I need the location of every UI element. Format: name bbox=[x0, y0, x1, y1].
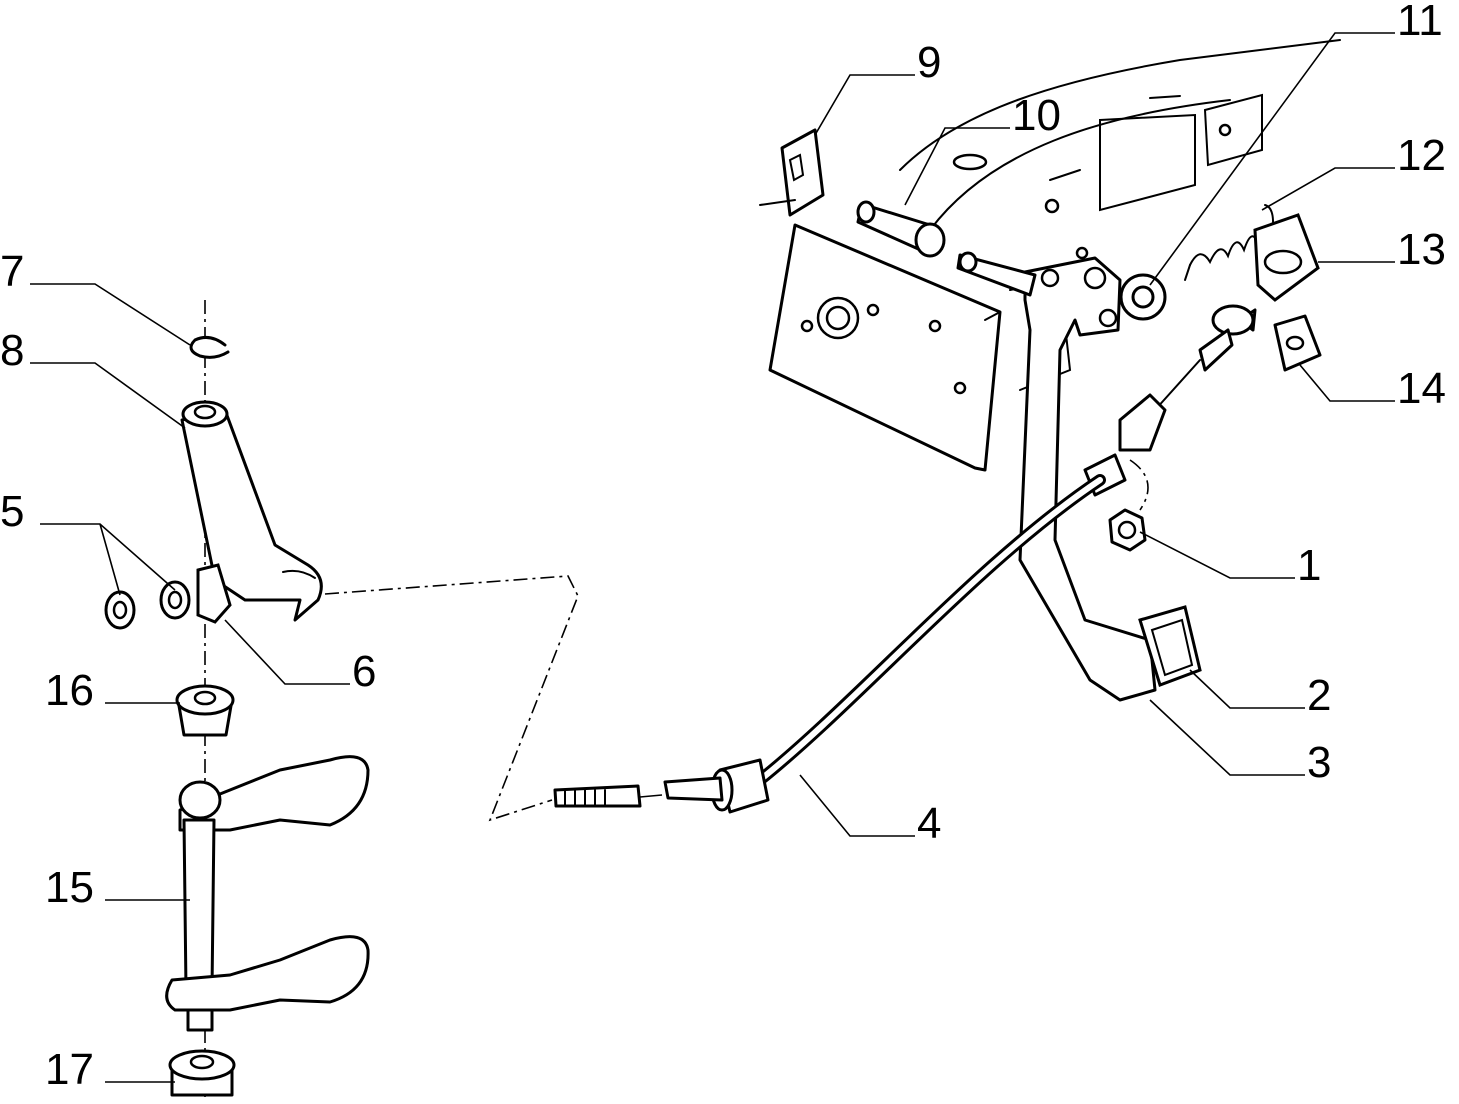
callout-4: 4 bbox=[917, 799, 941, 848]
part-11-bushing bbox=[1119, 273, 1167, 321]
leader-4 bbox=[799, 774, 915, 837]
part-14-clip bbox=[1273, 314, 1322, 372]
callout-13: 13 bbox=[1397, 225, 1446, 274]
part-7-circlip bbox=[189, 335, 230, 359]
cable-path-indicator bbox=[324, 575, 579, 822]
callout-5: 5 bbox=[0, 487, 24, 536]
part-15-fork-shaft bbox=[165, 755, 370, 1032]
callout-14: 14 bbox=[1397, 364, 1446, 413]
part-17-bushing bbox=[168, 1049, 236, 1097]
part-13-plate bbox=[1253, 213, 1320, 302]
leader-lines bbox=[30, 32, 1395, 1083]
mounting-plate bbox=[768, 223, 1002, 472]
part-1-nut bbox=[1108, 508, 1147, 552]
callout-15: 15 bbox=[45, 863, 94, 912]
callout-6: 6 bbox=[352, 647, 376, 696]
leader-2 bbox=[1189, 669, 1305, 709]
part-4-cable bbox=[553, 304, 1257, 814]
callout-11: 11 bbox=[1397, 0, 1443, 45]
leader-5 bbox=[40, 523, 176, 596]
leader-11 bbox=[1149, 32, 1395, 286]
leader-14 bbox=[1299, 364, 1395, 402]
part-5-nut-right bbox=[159, 580, 191, 620]
callout-12: 12 bbox=[1397, 131, 1446, 180]
panel-slot-icon bbox=[952, 153, 988, 171]
leader-9 bbox=[814, 74, 915, 136]
leader-8 bbox=[30, 362, 186, 429]
part-10-pivot-pin bbox=[856, 200, 946, 258]
leader-3 bbox=[1149, 699, 1305, 776]
leader-7 bbox=[30, 283, 191, 346]
leader-6 bbox=[224, 619, 350, 685]
callout-10: 10 bbox=[1012, 91, 1061, 140]
callout-9: 9 bbox=[917, 38, 941, 87]
part-6-block bbox=[196, 563, 232, 624]
leader-1 bbox=[1139, 531, 1295, 579]
part-2-pedal-pad bbox=[1138, 605, 1202, 687]
callout-2: 2 bbox=[1307, 671, 1331, 720]
part-16-bushing bbox=[175, 684, 235, 737]
pedal-arm bbox=[956, 251, 1157, 702]
callout-3: 3 bbox=[1307, 738, 1331, 787]
part-5-nut-left bbox=[104, 590, 136, 630]
callout-16: 16 bbox=[45, 666, 94, 715]
callout-17: 17 bbox=[45, 1045, 94, 1094]
leader-10 bbox=[904, 127, 1010, 206]
part-9-clip bbox=[759, 128, 825, 217]
callout-8: 8 bbox=[0, 326, 24, 375]
leader-12 bbox=[1261, 167, 1395, 211]
callout-1: 1 bbox=[1297, 541, 1321, 590]
callout-7: 7 bbox=[0, 247, 24, 296]
